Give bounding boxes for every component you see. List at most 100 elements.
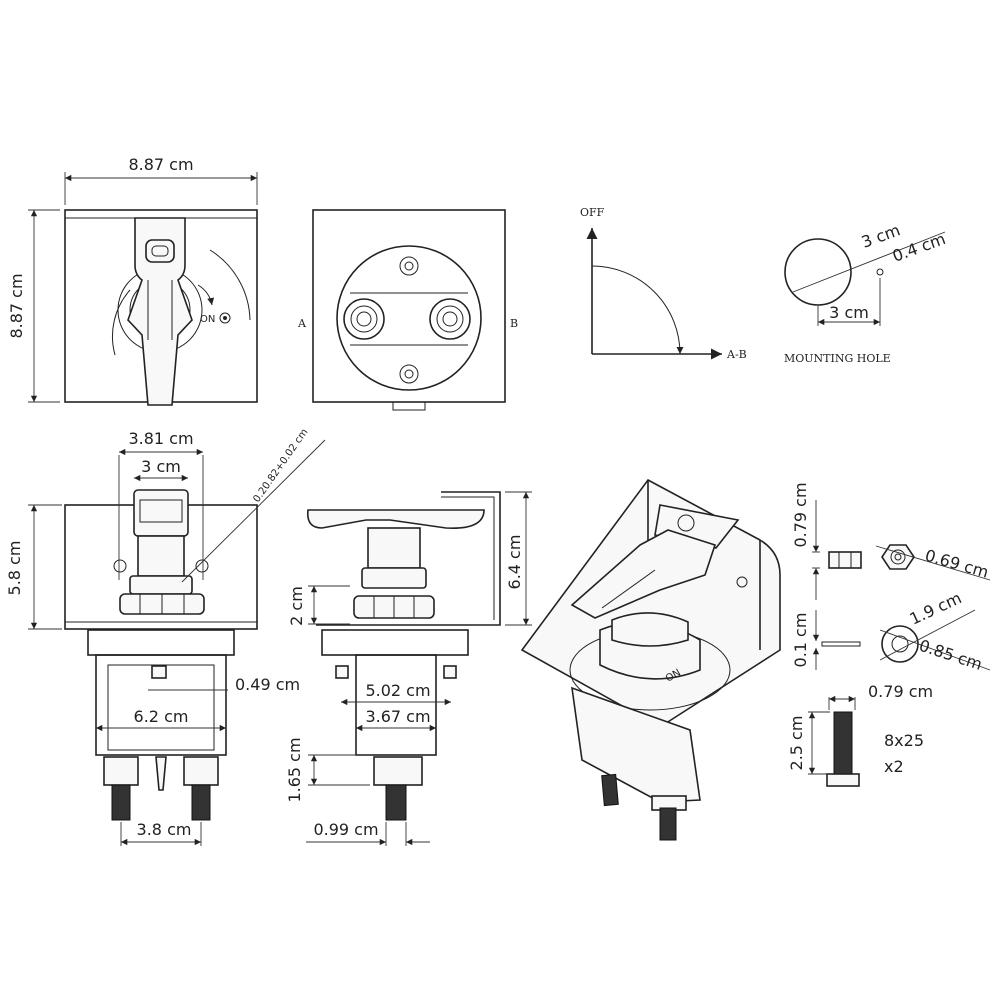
- top-height-label: 8.87 cm: [7, 273, 26, 338]
- side-bracket: [316, 491, 501, 626]
- rear-view: A B: [297, 209, 518, 411]
- rotation-arc: [591, 265, 684, 355]
- isometric-view: ON: [520, 478, 781, 841]
- front-flange: [87, 629, 235, 656]
- knob-arc-left: [111, 289, 131, 356]
- side-stud-height-label: 1.65 cm: [285, 737, 304, 802]
- bolt-qty-label: x2: [884, 757, 904, 776]
- mounting-hole-title: MOUNTING HOLE: [784, 352, 891, 365]
- washer-thickness-label: 0.1 cm: [791, 613, 810, 668]
- ab-label: A-B: [726, 348, 747, 361]
- rotation-diagram: OFF A-B: [580, 206, 747, 361]
- iso-tab-hole: [677, 514, 695, 532]
- bolt-head-label: 0.79 cm: [868, 682, 933, 701]
- nut-height-label: 0.79 cm: [791, 482, 810, 547]
- front-body: [95, 654, 227, 756]
- stud-offset-label: 0.49 cm: [235, 675, 300, 694]
- stud-spacing-label: 3.8 cm: [137, 820, 192, 839]
- front-stud-right: [191, 784, 211, 821]
- side-outer-label: 5.02 cm: [365, 681, 430, 700]
- bolt-length-label: 2.5 cm: [787, 716, 806, 771]
- front-hole-left: [113, 559, 127, 573]
- side-height-label: 6.4 cm: [505, 535, 524, 590]
- front-elevation: [64, 489, 258, 821]
- side-dims: 6.4 cm 2 cm 5.02 cm 3.67 cm 1.65 cm 0.99…: [285, 491, 532, 846]
- lever-eye-hole: [151, 245, 169, 257]
- terminal-b-core: [442, 311, 458, 327]
- side-t-handle: [306, 509, 485, 529]
- bolt-head: [826, 773, 860, 787]
- iso-stud-right: [659, 807, 677, 841]
- side-terminal: [373, 756, 423, 786]
- iso-bracket-hole: [736, 576, 748, 588]
- hardware-washer: 0.1 cm 1.9 cm 0.85 cm: [791, 588, 991, 674]
- side-stud-left: [335, 665, 349, 679]
- bolt-shank: [833, 711, 853, 775]
- mounting-hole-circle: [784, 238, 852, 306]
- side-lever-shaft: [367, 527, 421, 569]
- bolt-spec-label: 8x25: [884, 731, 924, 750]
- small-hole: [876, 268, 884, 276]
- washer-side-view: [821, 641, 861, 647]
- lever-eye: [145, 239, 175, 263]
- front-collar: [129, 575, 193, 595]
- top-width-dim: 8.87 cm: [64, 155, 258, 205]
- front-stud-left: [111, 784, 131, 821]
- iso-lever: [570, 529, 717, 619]
- front-lever-shaft: [137, 535, 185, 577]
- rear-screw-bottom-inner: [404, 369, 414, 379]
- rear-tab: [392, 401, 426, 411]
- handle-inner-width-label: 3 cm: [141, 457, 181, 476]
- side-flange: [321, 629, 469, 656]
- rear-screw-top: [399, 256, 419, 276]
- front-center-post: [155, 756, 167, 791]
- iso-bracket-plate: [520, 478, 781, 728]
- terminal-b-label: B: [510, 317, 518, 330]
- side-body: [355, 654, 437, 756]
- top-height-dim: 8.87 cm: [7, 209, 60, 403]
- top-view-front: ON: [64, 209, 258, 406]
- handle-outer-width-label: 3.81 cm: [128, 429, 193, 448]
- front-terminal-left: [103, 756, 139, 786]
- iso-collar: [611, 612, 689, 647]
- terminal-a-label: A: [297, 317, 307, 330]
- side-inner-label: 3.67 cm: [365, 707, 430, 726]
- nut-side-view: [828, 551, 862, 569]
- iso-stud-left: [601, 773, 619, 807]
- on-indicator: [219, 312, 231, 324]
- body-width-label: 6.2 cm: [134, 707, 189, 726]
- terminal-b-inner: [436, 305, 464, 333]
- washer-outer-label: 1.9 cm: [907, 588, 965, 628]
- knob-arc-right: [209, 249, 251, 321]
- side-collar: [361, 567, 427, 589]
- top-width-label: 8.87 cm: [128, 155, 193, 174]
- on-indicator-dot: [223, 316, 227, 320]
- terminal-a-inner: [350, 305, 378, 333]
- off-label: OFF: [580, 206, 605, 219]
- front-terminal-right: [183, 756, 219, 786]
- nut-width-label: 0.69 cm: [923, 546, 991, 582]
- washer-inner-label: 0.85 cm: [917, 636, 985, 674]
- terminal-b: [429, 298, 471, 340]
- washer-hole: [891, 635, 909, 653]
- rear-screw-bottom: [399, 364, 419, 384]
- mounting-hole-diagram: 3 cm 0.4 cm 3 cm MOUNTING HOLE: [784, 220, 948, 365]
- side-stud-width-label: 0.99 cm: [313, 820, 378, 839]
- rear-plate: [312, 209, 506, 403]
- terminal-a: [343, 298, 385, 340]
- rear-body-circle: [336, 245, 482, 391]
- side-stud-right: [443, 665, 457, 679]
- rotate-arrow-icon: [197, 284, 215, 306]
- front-center-stud: [151, 665, 167, 679]
- side-terminal-stud: [385, 784, 407, 821]
- side-elevation: [306, 491, 501, 821]
- on-label: ON: [200, 314, 215, 325]
- nut-top-view: [881, 544, 915, 570]
- hole-tolerance-label: 0.20.82+0.02 cm: [251, 427, 310, 505]
- hardware-nut: 0.79 cm 0.69 cm: [791, 482, 991, 600]
- terminal-a-core: [356, 311, 372, 327]
- side-flange-label: 2 cm: [287, 586, 306, 626]
- mounting-spacing-label: 3 cm: [829, 303, 869, 322]
- front-hole-right: [195, 559, 209, 573]
